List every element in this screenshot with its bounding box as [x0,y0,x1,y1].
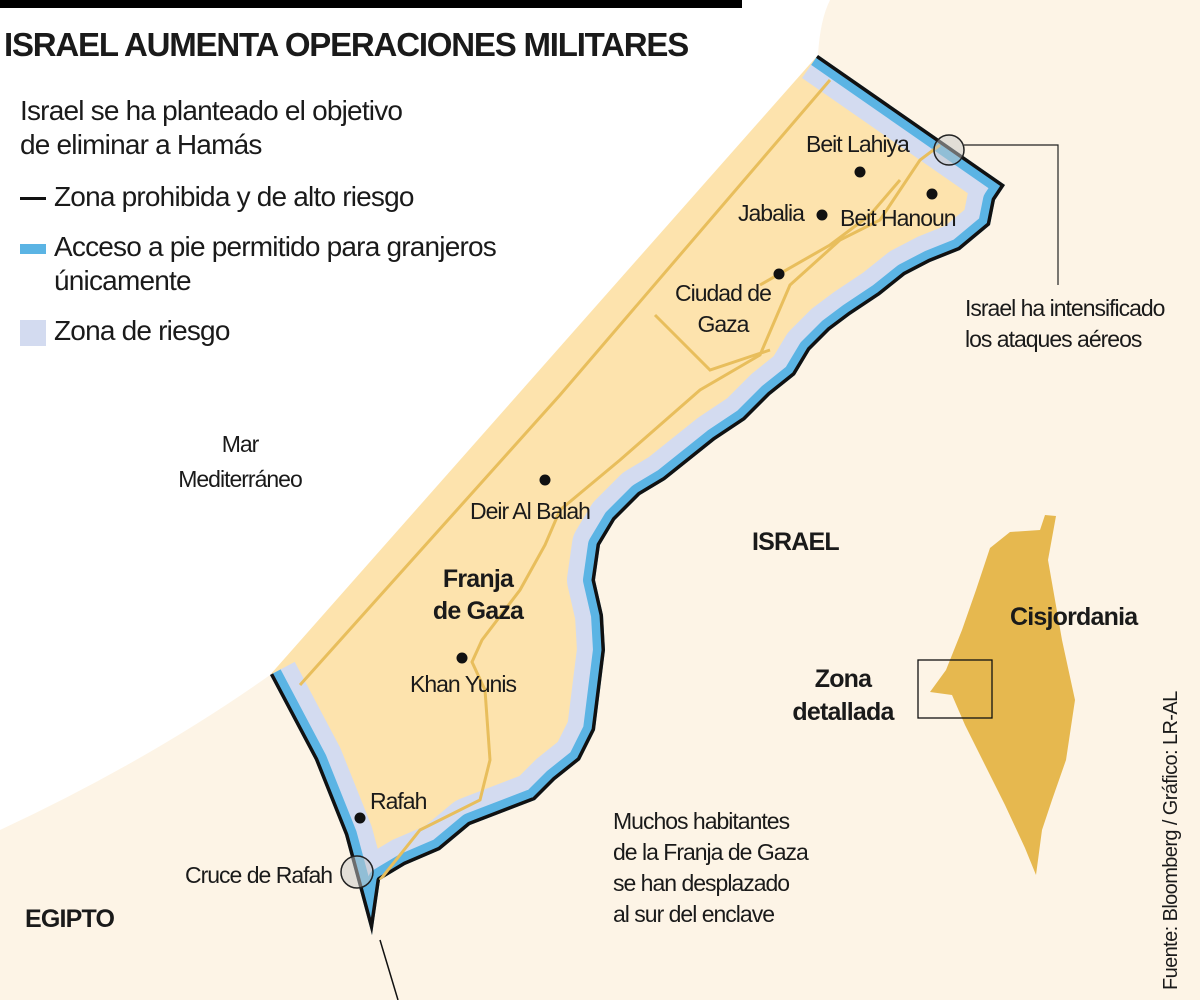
legend-label: Acceso a pie permitido para granjeros [54,231,497,262]
label-line: Franja [442,565,514,593]
label-cisjordania: Cisjordania [1010,603,1138,631]
label-zona-detallada: Zona detallada [788,663,898,729]
legend-label: Zona prohibida y de alto riesgo [54,181,414,212]
label-deir-al-balah: Deir Al Balah [470,498,591,524]
note-line: se han desplazado [613,870,790,896]
label-ciudad-de-gaza: Ciudad de Gaza [675,278,772,340]
beit-lahiya-highlight-circle [933,134,965,166]
note-line: al sur del enclave [613,901,775,927]
west-bank-shape [930,515,1075,875]
city-markers [354,166,938,824]
legend-swatch-lavender [20,319,46,346]
note-displaced: Muchos habitantes de la Franja de Gaza s… [613,806,809,930]
egypt-border-line [379,939,399,1000]
legend-item-farmers: Acceso a pie permitido para granjeros ún… [20,230,497,298]
legend-item-risk: Zona de riesgo [20,314,230,348]
legend-label: Zona de riesgo [54,315,230,346]
note-line: de la Franja de Gaza [613,839,809,865]
label-rafah: Rafah [370,788,427,814]
label-franja-de-gaza: Franja de Gaza [432,563,524,627]
top-rule [0,0,742,8]
label-line: detallada [792,698,894,726]
label-line: Zona [814,665,872,693]
label-israel: ISRAEL [752,528,840,556]
label-line: Mediterráneo [178,466,303,492]
subtitle-line-2: de eliminar a Hamás [20,129,262,160]
note-line: los ataques aéreos [965,326,1142,352]
label-cruce-de-rafah: Cruce de Rafah [185,862,333,888]
cruce-rafah-highlight-circle [340,855,374,889]
legend-swatch-black-line [20,197,46,201]
page-title: ISRAEL AUMENTA OPERACIONES MILITARES [4,26,689,63]
internal-roads [298,79,941,881]
label-line: de Gaza [432,597,524,625]
label-beit-hanoun: Beit Hanoun [840,205,957,231]
label-line: Mar [221,431,260,457]
note-airstrikes: Israel ha intensificado los ataques aéreo… [965,293,1165,355]
label-beit-lahiya: Beit Lahiya [806,131,910,157]
zona-detallada-box [917,659,993,719]
label-line: Ciudad de [675,280,772,306]
legend-label-line-2: únicamente [54,265,192,296]
label-line: Gaza [697,311,749,337]
subtitle-line-1: Israel se ha planteado el objetivo [20,95,403,126]
legend-swatch-blue [20,243,46,254]
callout-line-airstrikes [964,144,1059,285]
note-line: Muchos habitantes [613,808,790,834]
label-jabalia: Jabalia [738,200,805,226]
source-credit: Fuente: Bloomberg / Gráfico: LR-AL [1160,691,1182,990]
legend-item-prohibited: Zona prohibida y de alto riesgo [20,180,414,214]
note-line: Israel ha intensificado [965,295,1165,321]
label-khan-yunis: Khan Yunis [410,671,517,697]
label-egipto: EGIPTO [25,905,115,933]
subtitle: Israel se ha planteado el objetivo de el… [20,94,403,162]
